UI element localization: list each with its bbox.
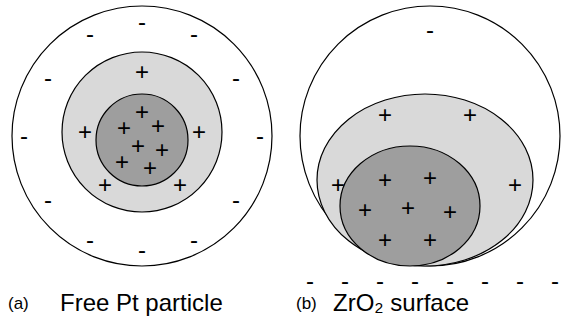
positive-charge: +	[401, 196, 415, 220]
negative-charge: -	[86, 228, 94, 252]
surface-charge: -	[341, 269, 349, 293]
positive-charge: +	[378, 168, 392, 192]
positive-charge: +	[508, 173, 522, 197]
positive-charge: +	[173, 173, 187, 197]
positive-charge: +	[331, 173, 345, 197]
positive-charge: +	[115, 150, 129, 174]
panel-caption: ZrO₂ surface	[333, 291, 469, 315]
positive-charge: +	[131, 134, 145, 158]
surface-charge: -	[376, 269, 384, 293]
outer-shell	[12, 6, 272, 266]
positive-charge: +	[378, 228, 392, 252]
surface-charge: -	[411, 269, 419, 293]
negative-charge: -	[190, 228, 198, 252]
negative-charge: -	[232, 188, 240, 212]
positive-charge: +	[423, 166, 437, 190]
positive-charge: +	[151, 114, 165, 138]
positive-charge: +	[78, 120, 92, 144]
positive-charge: +	[443, 200, 457, 224]
positive-charge: +	[117, 116, 131, 140]
negative-charge: -	[256, 124, 264, 148]
surface-charge: -	[446, 269, 454, 293]
positive-charge: +	[143, 156, 157, 180]
negative-charge: -	[426, 18, 434, 42]
surface-charge: -	[516, 269, 524, 293]
negative-charge: -	[138, 238, 146, 262]
core	[340, 146, 480, 266]
negative-charge: -	[86, 22, 94, 46]
panel-caption: Free Pt particle	[60, 291, 223, 315]
positive-charge: +	[463, 103, 477, 127]
positive-charge: +	[423, 228, 437, 252]
negative-charge: -	[20, 124, 28, 148]
middle-shell	[317, 94, 533, 266]
positive-charge: +	[135, 100, 149, 124]
positive-charge: +	[155, 138, 169, 162]
middle-shell	[62, 52, 222, 212]
negative-charge: -	[44, 188, 52, 212]
positive-charge: +	[192, 120, 206, 144]
negative-charge: -	[190, 22, 198, 46]
negative-charge: -	[44, 66, 52, 90]
positive-charge: +	[135, 60, 149, 84]
negative-charge: -	[138, 10, 146, 34]
panel-tag: (b)	[296, 295, 317, 312]
surface-charge: -	[481, 269, 489, 293]
panel-tag: (a)	[8, 295, 29, 312]
positive-charge: +	[378, 103, 392, 127]
surface-charge: -	[551, 269, 559, 293]
outer-shell	[300, 6, 560, 266]
positive-charge: +	[98, 173, 112, 197]
negative-charge: -	[232, 66, 240, 90]
surface-charge: -	[306, 269, 314, 293]
positive-charge: +	[358, 198, 372, 222]
